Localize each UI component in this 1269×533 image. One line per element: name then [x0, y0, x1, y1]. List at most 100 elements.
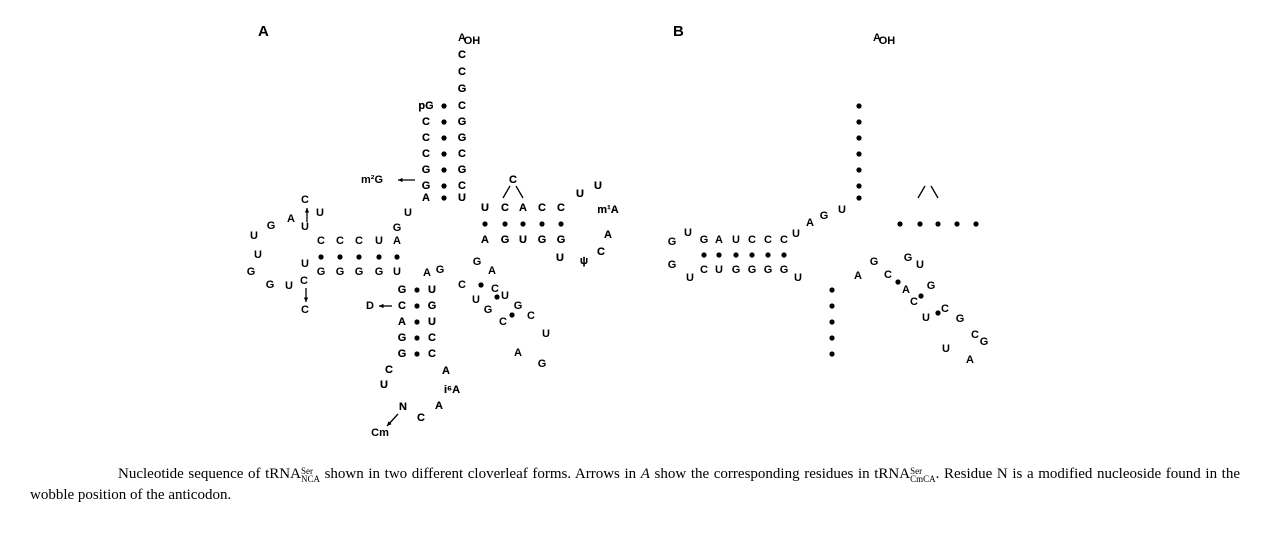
t-loop-branch: [515, 185, 524, 199]
t-loop-nt: A: [604, 229, 612, 241]
anticodon-stem-nt: G: [398, 348, 407, 360]
connector-nt: U: [404, 207, 412, 219]
acceptor-5prime-nt: C: [422, 116, 430, 128]
mod-label: C: [301, 194, 309, 206]
anticodon-stem-nt: U: [428, 284, 436, 296]
t-stem-nt: G: [557, 234, 566, 246]
connector-nt: G: [820, 210, 829, 222]
caption-part-1: Nucleotide sequence of tRNA: [118, 466, 301, 482]
d-loop-nt: A: [287, 213, 295, 225]
variable-arm-nt: U: [501, 290, 509, 302]
t-stem-nt: A: [481, 234, 489, 246]
base-pair-dot: [895, 279, 901, 285]
acceptor-5prime-nt: C: [422, 116, 430, 128]
d-stem-nt: U: [732, 234, 740, 246]
base-pair-dot: [414, 287, 420, 293]
base-pair-dot: [494, 294, 500, 300]
t-stem-nt: G: [557, 234, 566, 246]
variable-arm-nt: C: [971, 329, 979, 341]
base-pair-dot: [918, 293, 924, 299]
t-stem-nt: C: [501, 202, 509, 214]
d-loop-nt: G: [267, 220, 276, 232]
anticodon-stem-nt: C: [428, 348, 436, 360]
acceptor-5prime-nt: C: [422, 132, 430, 144]
anticodon-loop-nt: N: [399, 401, 407, 413]
t-loop-nt: m¹A: [597, 204, 618, 216]
d-stem-nt: G: [748, 264, 757, 276]
acceptor-5prime-nt: G: [422, 164, 431, 176]
t-stem-nt: U: [519, 234, 527, 246]
base-pair-dot: [973, 221, 979, 227]
variable-arm-nt: C: [527, 310, 535, 322]
variable-arm-nt: G: [927, 280, 936, 292]
base-pair-dot: [478, 282, 484, 288]
variable-arm-nt: U: [542, 328, 550, 340]
variable-arm-nt: G: [514, 300, 523, 312]
base-pair-dot: [917, 221, 923, 227]
t-loop-nt: C: [597, 246, 605, 258]
t-stem-nt: C: [501, 202, 509, 214]
base-pair-dot: [829, 319, 835, 325]
t-loop-nt: C: [597, 246, 605, 258]
d-loop-nt: U: [684, 227, 692, 239]
base-pair-dot: [414, 335, 420, 341]
variable-arm-nt: C: [941, 303, 949, 315]
t-loop-nt: C: [509, 174, 517, 186]
d-loop-nt: G: [247, 266, 256, 278]
base-pair-dot: [414, 303, 420, 309]
variable-arm-nt: G: [484, 304, 493, 316]
acceptor-5prime-nt: C: [422, 148, 430, 160]
variable-arm-nt: G: [956, 313, 965, 325]
acceptor-3prime-nt: C: [458, 148, 466, 160]
caption-part-3: show the corresponding residues in tRNA: [649, 466, 911, 482]
acceptor-3prime-nt: G: [458, 132, 467, 144]
base-pair-dot: [441, 119, 447, 125]
d-stem-nt: U: [375, 235, 383, 247]
variable-arm-nt: G: [904, 252, 913, 264]
t-stem-nt: G: [538, 234, 547, 246]
anticodon-loop-nt: U: [380, 379, 388, 391]
anticodon-loop-nt: i⁶A: [444, 384, 460, 396]
d-loop-nt: U: [301, 221, 309, 233]
d-loop-nt: G: [668, 259, 677, 271]
d-stem-nt: U: [715, 264, 723, 276]
t-stem-nt: G: [501, 234, 510, 246]
acceptor-5prime-nt: G: [422, 180, 431, 192]
t-loop-nt: U: [576, 188, 584, 200]
acceptor-5prime-nt: G: [422, 180, 431, 192]
acceptor-5prime-nt: pG: [418, 100, 433, 112]
acceptor-3prime-nt: G: [458, 164, 467, 176]
base-pair-dot: [414, 319, 420, 325]
acceptor-5prime-nt: C: [422, 148, 430, 160]
base-pair-dot: [376, 254, 382, 260]
anticodon-loop-nt: A: [442, 365, 450, 377]
t-stem-nt: U: [519, 234, 527, 246]
anticodon-loop-nt: C: [385, 364, 393, 376]
base-pair-dot: [356, 254, 362, 260]
variable-arm-nt: G: [980, 336, 989, 348]
variable-arm-nt: A: [902, 284, 910, 296]
acceptor-3prime-nt: G: [458, 116, 467, 128]
anticodon-loop-nt: A: [435, 400, 443, 412]
base-pair-dot: [856, 119, 862, 125]
acceptor-5prime-nt: C: [422, 132, 430, 144]
mod-label: D: [366, 300, 374, 312]
anticodon-loop-nt: i⁶A: [444, 384, 460, 396]
variable-arm-nt: A: [514, 347, 522, 359]
d-stem-nt: G: [732, 264, 741, 276]
variable-arm-nt: C: [499, 316, 507, 328]
variable-arm-nt: A: [488, 265, 496, 277]
base-pair-dot: [539, 221, 545, 227]
base-pair-dot: [856, 195, 862, 201]
d-loop-nt: U: [250, 230, 258, 242]
t-stem-nt: C: [557, 202, 565, 214]
t-loop-branch: [917, 185, 926, 199]
anticodon-stem-nt: U: [428, 316, 436, 328]
t-stem-nt: C: [557, 202, 565, 214]
d-stem-nt: C: [780, 234, 788, 246]
base-pair-dot: [441, 135, 447, 141]
t-stem-nt: G: [501, 234, 510, 246]
acceptor-3prime-nt: U: [458, 192, 466, 204]
